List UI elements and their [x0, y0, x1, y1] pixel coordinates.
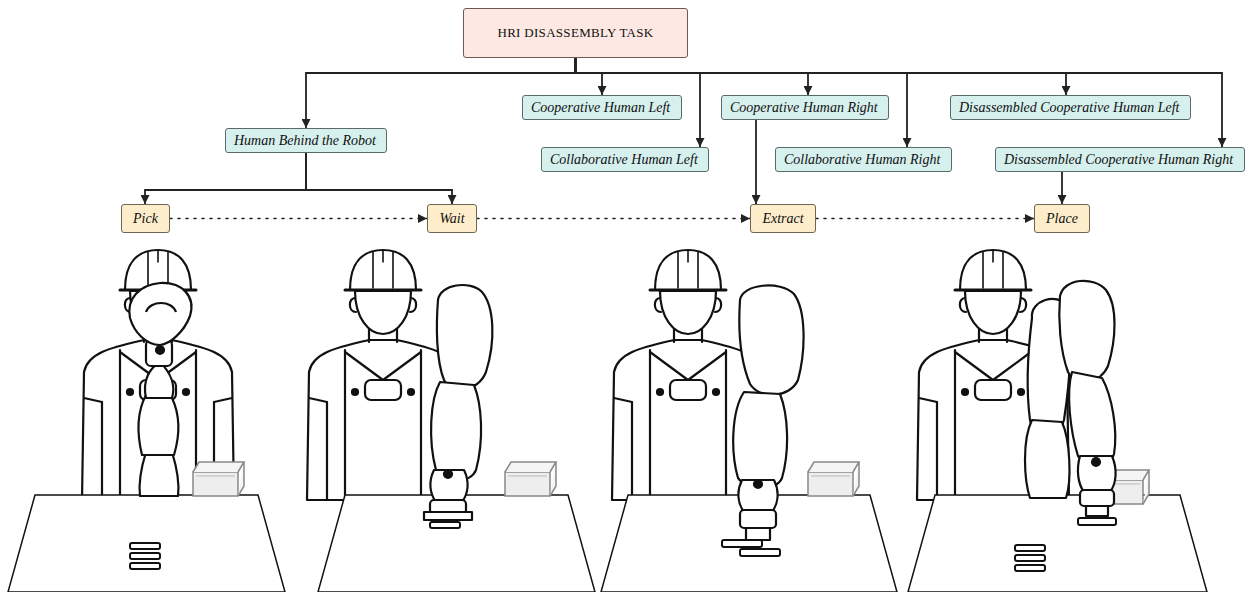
step-box: Extract — [750, 204, 816, 233]
node-label: HRI DISASSEMBLY TASK — [497, 25, 653, 41]
step-box: Place — [1034, 204, 1090, 233]
node-label: Place — [1045, 210, 1079, 227]
tree-arrow — [755, 120, 757, 204]
tree-arrow — [576, 58, 809, 95]
node-label: Cooperative Human Left — [531, 99, 673, 116]
condition-box: Disassembled Cooperative Human Right — [995, 147, 1245, 172]
condition-box: Collaborative Human Right — [775, 147, 952, 172]
node-label: Disassembled Cooperative Human Left — [959, 99, 1182, 116]
dotted-arrow — [477, 218, 750, 220]
dotted-arrow — [170, 218, 427, 220]
root-box: HRI DISASSEMBLY TASK — [463, 8, 688, 58]
node-label: Cooperative Human Right — [730, 99, 880, 116]
tree-arrow — [576, 58, 1067, 95]
condition-box: Disassembled Cooperative Human Left — [950, 95, 1191, 120]
dotted-arrow — [816, 218, 1034, 220]
step-box: Wait — [427, 204, 477, 233]
node-label: Wait — [438, 210, 466, 227]
tree-arrow — [1061, 172, 1063, 204]
node-label: Collaborative Human Right — [784, 151, 943, 168]
node-label: Collaborative Human Left — [550, 151, 700, 168]
condition-box: Human Behind the Robot — [225, 128, 387, 153]
node-label: Extract — [761, 210, 805, 227]
tree-arrow — [145, 153, 306, 204]
node-label: Human Behind the Robot — [234, 132, 378, 149]
condition-box: Cooperative Human Left — [522, 95, 682, 120]
node-label: Disassembled Cooperative Human Right — [1004, 151, 1236, 168]
step-box: Pick — [121, 204, 170, 233]
tree-arrow — [306, 153, 452, 204]
node-label: Pick — [132, 210, 159, 227]
condition-box: Collaborative Human Left — [541, 147, 709, 172]
tree-arrow — [576, 58, 603, 95]
condition-box: Cooperative Human Right — [721, 95, 889, 120]
